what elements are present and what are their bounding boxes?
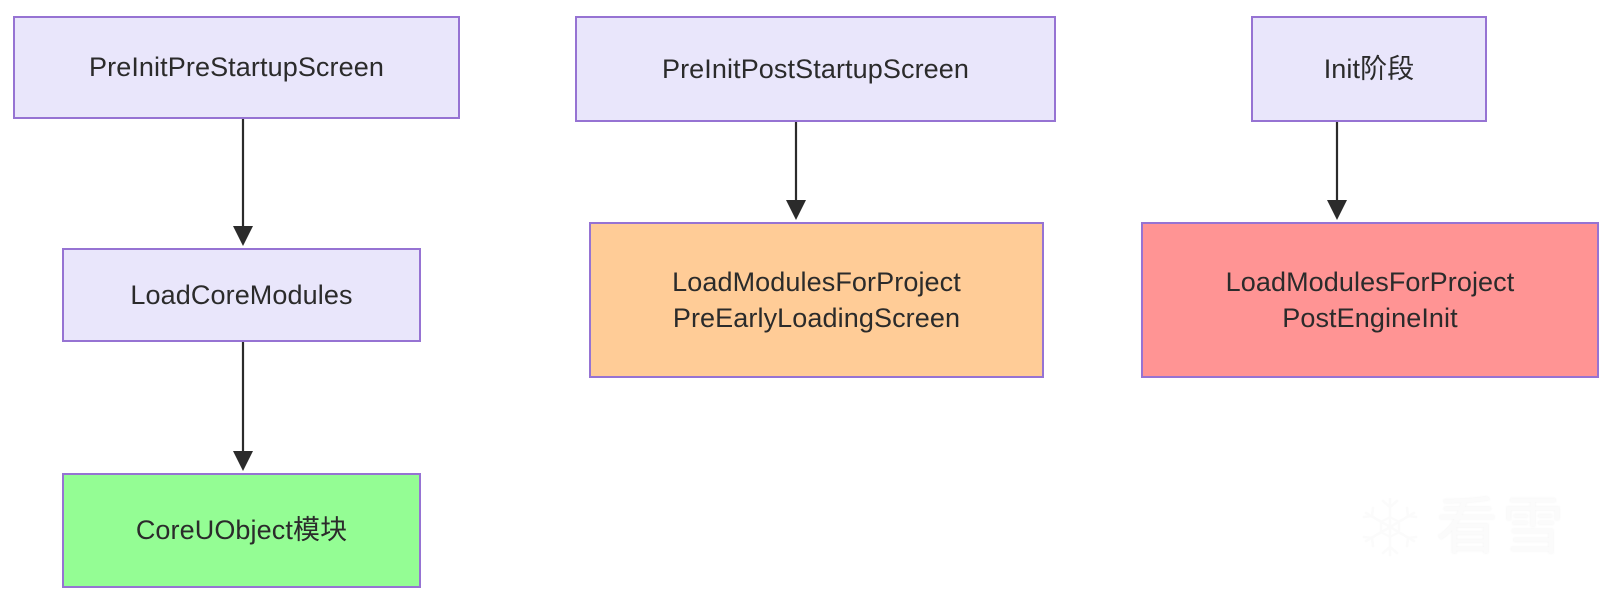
- node-label: LoadModulesForProject PreEarlyLoadingScr…: [672, 266, 961, 333]
- node-load-core-modules[interactable]: LoadCoreModules: [62, 248, 421, 342]
- edge-init-to-postengineinit: [1327, 122, 1347, 220]
- node-load-modules-for-project-post-engine-init[interactable]: LoadModulesForProject PostEngineInit: [1141, 222, 1599, 378]
- node-load-modules-for-project-pre-early-loading-screen[interactable]: LoadModulesForProject PreEarlyLoadingScr…: [589, 222, 1044, 378]
- edge-preinitpre-to-loadcore: [233, 119, 253, 246]
- node-label: PreInitPreStartupScreen: [89, 52, 384, 83]
- node-label: LoadModulesForProject PostEngineInit: [1225, 266, 1515, 333]
- node-coreuobject-module[interactable]: CoreUObject模块: [62, 473, 421, 588]
- node-preinit-post-startup-screen[interactable]: PreInitPostStartupScreen: [575, 16, 1056, 122]
- node-label: Init阶段: [1323, 53, 1415, 84]
- node-preinit-pre-startup-screen[interactable]: PreInitPreStartupScreen: [13, 16, 460, 119]
- node-init-stage[interactable]: Init阶段: [1251, 16, 1487, 122]
- edge-preinitpost-to-preearly: [786, 122, 806, 220]
- node-label: CoreUObject模块: [135, 515, 348, 546]
- watermark: 看雪: [1358, 495, 1568, 559]
- edge-loadcore-to-coreuobject: [233, 342, 253, 471]
- node-label: LoadCoreModules: [130, 279, 353, 310]
- snowflake-icon: [1358, 495, 1422, 559]
- node-label: PreInitPostStartupScreen: [661, 53, 970, 84]
- watermark-text: 看雪: [1436, 490, 1569, 563]
